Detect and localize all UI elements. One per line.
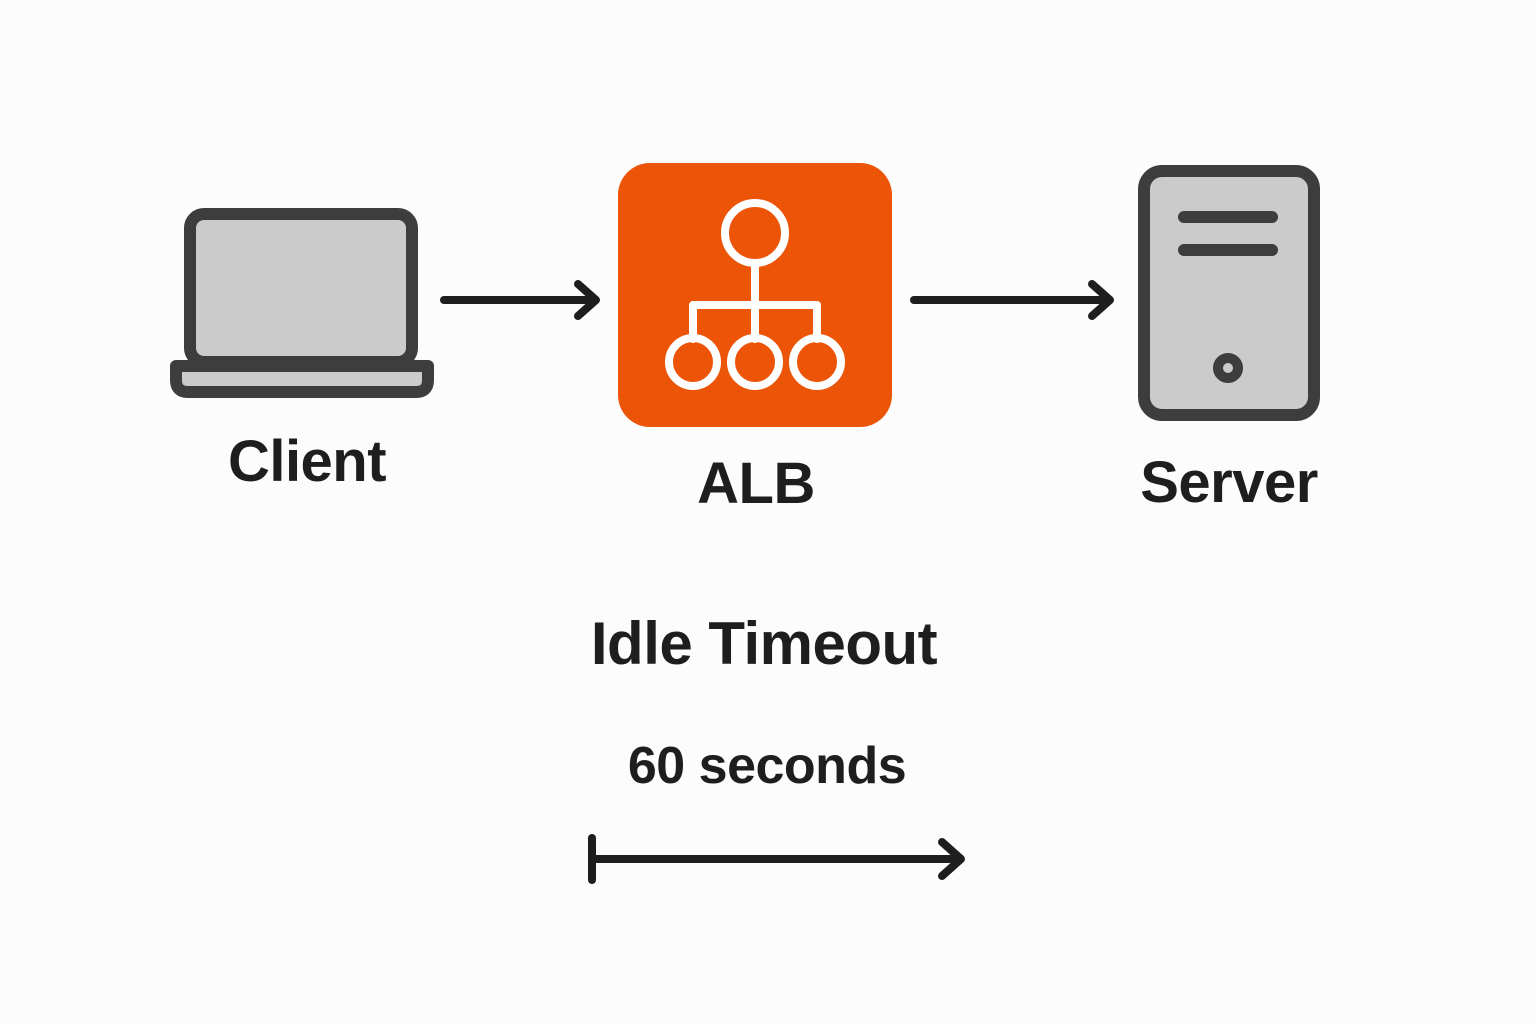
client-label: Client xyxy=(227,429,387,494)
laptop-icon xyxy=(170,208,434,398)
server-label: Server xyxy=(1140,450,1318,515)
load-balancer-hierarchy-icon xyxy=(618,163,892,427)
idle-timeout-value: 60 seconds xyxy=(627,737,907,795)
timeout-duration-arrow xyxy=(588,834,965,884)
arrow-client-to-alb xyxy=(440,280,600,320)
arrow-alb-to-server xyxy=(910,280,1114,320)
alb-label: ALB xyxy=(697,451,815,516)
server-tower-icon xyxy=(1138,165,1320,421)
idle-timeout-title: Idle Timeout xyxy=(590,610,938,677)
